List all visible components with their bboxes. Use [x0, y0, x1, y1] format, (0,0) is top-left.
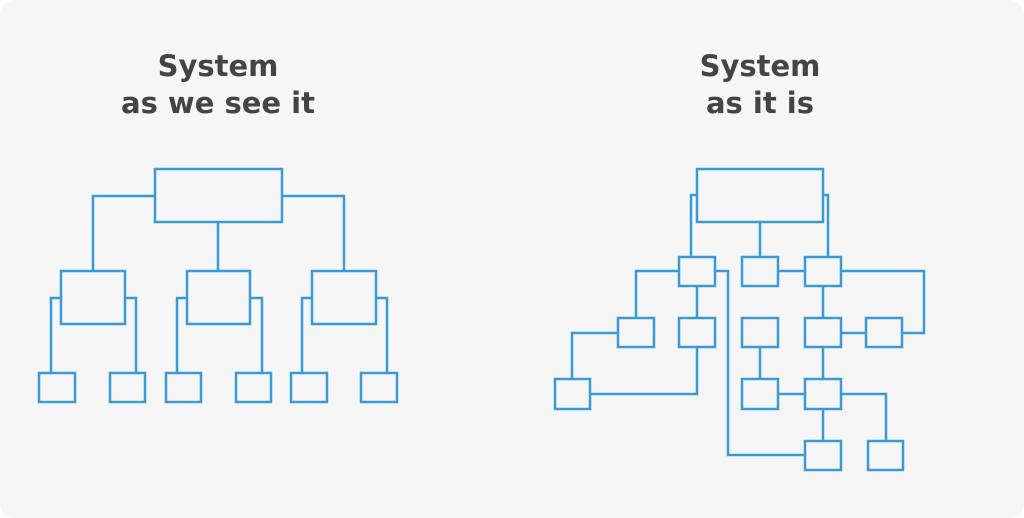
left-title-line1: System [157, 49, 279, 83]
node-leaf [234, 371, 273, 404]
right-title-line2: as it is [705, 86, 815, 120]
node [553, 377, 592, 411]
right-title: System as it is [600, 48, 920, 122]
node-mid [310, 269, 378, 326]
left-title-line2: as we see it [121, 86, 315, 120]
node [677, 316, 717, 349]
node-leaf [37, 371, 77, 404]
node [803, 316, 843, 349]
node [740, 377, 780, 411]
actual-network [553, 167, 926, 472]
node [864, 316, 904, 349]
idealized-hierarchy [37, 167, 399, 404]
connector [570, 193, 926, 457]
node-leaf [359, 371, 399, 404]
left-title: System as we see it [58, 48, 378, 122]
node [803, 439, 843, 472]
node-leaf [108, 371, 147, 404]
node-root [695, 167, 825, 224]
node-mid [185, 269, 252, 326]
node-leaf [164, 371, 203, 404]
node [740, 316, 780, 349]
connector [49, 194, 389, 373]
node [677, 255, 717, 288]
node-mid [59, 269, 127, 326]
right-title-line1: System [699, 49, 821, 83]
node-leaf [289, 371, 329, 404]
node [616, 316, 656, 349]
node [740, 255, 780, 288]
node-root [153, 167, 284, 224]
node [803, 255, 843, 288]
node [866, 439, 905, 472]
node [803, 377, 843, 411]
